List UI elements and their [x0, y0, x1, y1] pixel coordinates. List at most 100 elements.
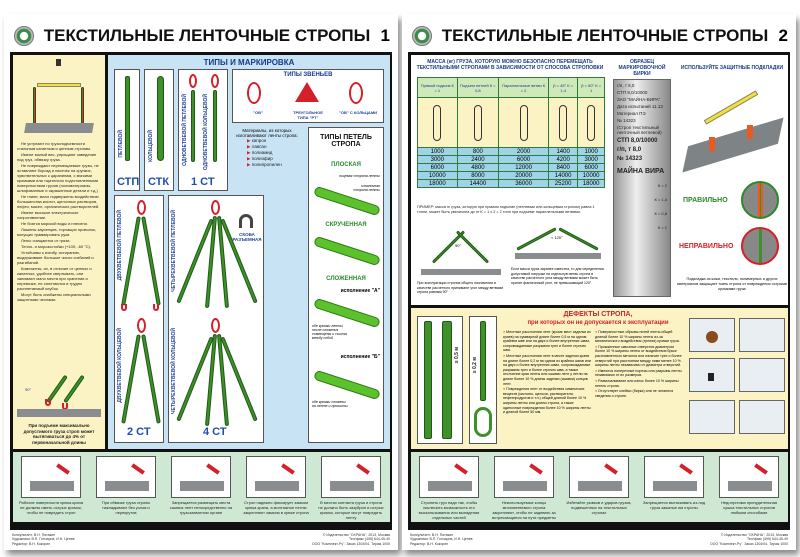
- rule-object: [180, 481, 224, 491]
- material-item: лавсан: [247, 144, 301, 150]
- defect-item: ● Поверхностные обрывы нитей ленты общей…: [595, 330, 683, 344]
- st4-code: 4 СТ: [203, 426, 227, 438]
- defect-number-icon: ●: [595, 389, 599, 394]
- advantage-item: Не уступают по грузоподъемности стальным…: [17, 141, 92, 151]
- rule-illustration: [719, 456, 779, 498]
- tag-line: Дата испытаний 11.13: [617, 104, 663, 109]
- rule-illustration: [21, 456, 81, 498]
- rule-caption: При обвязке груза стропы накладывают без…: [101, 500, 151, 515]
- table-header: Подъем петлей К = 0,8: [456, 77, 500, 98]
- arrow-icon: [281, 463, 295, 475]
- defect-photo-tear: [739, 358, 785, 392]
- types-heading: ТИПЫ И МАРКИРОВКА: [203, 58, 295, 67]
- tag-line: Материал ПЭ: [617, 111, 646, 116]
- defects-heading: ДЕФЕКТЫ СТРОПА,: [563, 311, 633, 318]
- stk-code: СТК: [148, 176, 170, 188]
- sling-method-illustration: [577, 97, 605, 148]
- rule-illustration: [96, 456, 156, 498]
- loops-heading: ТИПЫ ПЕТЕЛЬ СТРОПА: [320, 134, 372, 148]
- advantage-item: Имеют высокое электрическое сопротивлени…: [17, 210, 79, 220]
- advantages-panel: Не уступают по грузоподъемности стальным…: [13, 55, 105, 449]
- tag-line: (Строп текстильный ленточный петлевой): [617, 125, 662, 135]
- rule-illustration: [171, 456, 231, 498]
- defect-photo-fray: [739, 400, 785, 434]
- defect-text: Местные расслоения лент в месте заделки …: [503, 353, 591, 386]
- material-item: полипропилен: [247, 162, 301, 168]
- size-label-1: ≥ 0,5 м: [454, 347, 460, 364]
- table-header: Параллельные ветви К = 2: [498, 77, 549, 98]
- rule-caption: Строп надежно фиксирует замком крюка кра…: [243, 500, 309, 515]
- rule-illustration: [321, 456, 381, 498]
- material-item: капрон: [247, 138, 301, 144]
- footer-publisher: © Издательство "ОХРАНА", 2013, Москва Те…: [312, 532, 390, 546]
- st1-box: ОДНОВЕТВЕВОЙ ПЕТЛЕВОЙ ОДНОВЕТВЕВОЙ КОЛЬЦ…: [178, 69, 228, 191]
- poster-1: ТЕКСТИЛЬНЫЕ ЛЕНТОЧНЫЕ СТРОПЫ 1 Не уступа…: [4, 14, 398, 550]
- defect-item: ● Имеются поперечные порезы или разрывы …: [595, 369, 683, 378]
- materials-heading: Материалы, из которых изготавливают лент…: [236, 128, 298, 138]
- angle-diagram-120: < 120°: [515, 221, 601, 265]
- arrow-icon: [56, 463, 70, 475]
- rule-object: [255, 481, 299, 491]
- version-a-label: исполнение "А": [340, 288, 380, 294]
- rule-illustration: [246, 456, 306, 498]
- rule-caption: Избегайте рывков и ударов грузов, подвеш…: [566, 500, 632, 515]
- rule-object: [578, 481, 622, 491]
- rule-caption: Неиспользуемые концы многоветвевого стро…: [492, 500, 556, 520]
- defect-number-icon: ●: [503, 387, 507, 392]
- arrow-icon: [604, 463, 618, 475]
- material-item: полиэфир: [247, 156, 301, 162]
- pads-note: Подкладка из кожи, текстиля, полимерных …: [677, 277, 787, 291]
- table-cell: 8400: [547, 163, 579, 172]
- defects-subheading: при которых он не допускается к эксплуат…: [527, 320, 669, 326]
- rule-object: [653, 481, 697, 491]
- note-a: обе кромки ленты после сложения совмещен…: [312, 324, 348, 340]
- material-item: полиамид: [247, 150, 301, 156]
- defect-number-icon: ●: [595, 344, 599, 349]
- st4-label-b: ЧЕТЫРЕХВЕТВЕВОЙ КОЛЬЦЕВОЙ: [171, 328, 177, 414]
- stretch-note: При подъеме максимально допустимого груз…: [23, 423, 95, 445]
- rule-object: [728, 481, 772, 491]
- rule-caption: Стропить груз надо так, чтобы исключить …: [418, 500, 480, 520]
- poster-title: ТЕКСТИЛЬНЫЕ ЛЕНТОЧНЫЕ СТРОПЫ: [43, 26, 371, 45]
- st4-label-a: ЧЕТЫРЕХВЕТВЕВОЙ ПЕТЛЕВОЙ: [171, 210, 177, 292]
- rule-object: [30, 481, 74, 491]
- defect-number-icon: ●: [595, 378, 599, 383]
- tag-k-value: К = 1: [657, 225, 667, 230]
- table-cell: 3000: [577, 155, 605, 164]
- tag-heading: ОБРАЗЕЦ МАРКИРОВОЧНОЙ БИРКИ: [618, 59, 666, 77]
- example-text: ПРИМЕР: масса m груза, которую при прямо…: [417, 205, 595, 214]
- arrow-icon: [754, 463, 768, 475]
- arrow-icon: [454, 463, 468, 475]
- loops-box: ТИПЫ ПЕТЕЛЬ СТРОПА ПЛОСКАЯ лицевая сторо…: [308, 127, 384, 443]
- tag-line: ЗАО "МАЙНА-ВИРА": [617, 97, 661, 102]
- defect-text: Поверхностные обрывы нитей ленты общей д…: [595, 330, 680, 344]
- poster-title: ТЕКСТИЛЬНЫЕ ЛЕНТОЧНЫЕ СТРОПЫ: [441, 26, 769, 45]
- rules-panel: Рабочие поверхности крюка крана не должн…: [13, 452, 390, 522]
- advantage-item: Имеют малый вес, упрощают заведение под …: [17, 152, 97, 162]
- shackle-icon: [239, 214, 253, 228]
- st1-label-b: ОДНОВЕТВЕВОЙ КОЛЬЦЕВОЙ: [203, 94, 209, 171]
- wrong-label: НЕПРАВИЛЬНО: [679, 243, 734, 250]
- table-cell: 4800: [456, 163, 500, 172]
- advantage-item: Не повреждают перемещаемые грузы, не ост…: [17, 163, 99, 193]
- tag-big-line: г/п, т 8,0: [617, 147, 642, 153]
- rule-object: [428, 481, 472, 491]
- defects-panel: ≥ 0,5 м ≥ 0,2 м ДЕФЕКТЫ СТРОПА, при кото…: [411, 308, 788, 449]
- angle-90-label: 90°: [455, 243, 462, 248]
- st2-code: 2 СТ: [127, 426, 151, 438]
- footer-credits: Консультант: В.Н. Пятакин Художники: В.П…: [12, 532, 75, 546]
- sling-loop-icon: [473, 104, 482, 141]
- arrow-icon: [356, 463, 370, 475]
- st2-label-a: ДВУХВЕТВЕВОЙ ПЕТЛЕВОЙ: [117, 210, 123, 281]
- footer-credits: Консультант: В.Н. Пятакин Художники: В.П…: [410, 532, 473, 546]
- poster-2: ТЕКСТИЛЬНЫЕ ЛЕНТОЧНЫЕ СТРОПЫ 2 МАССА (кг…: [402, 14, 796, 550]
- sling-loop-icon: [519, 104, 528, 141]
- poster-frame: Не уступают по грузоподъемности стальным…: [10, 52, 392, 530]
- table-cell: 800: [456, 147, 500, 156]
- table-header: Прямой подъем К = 1: [417, 77, 458, 98]
- table-header: β = 60° К = 1: [577, 77, 605, 98]
- poster-number: 1: [380, 26, 390, 45]
